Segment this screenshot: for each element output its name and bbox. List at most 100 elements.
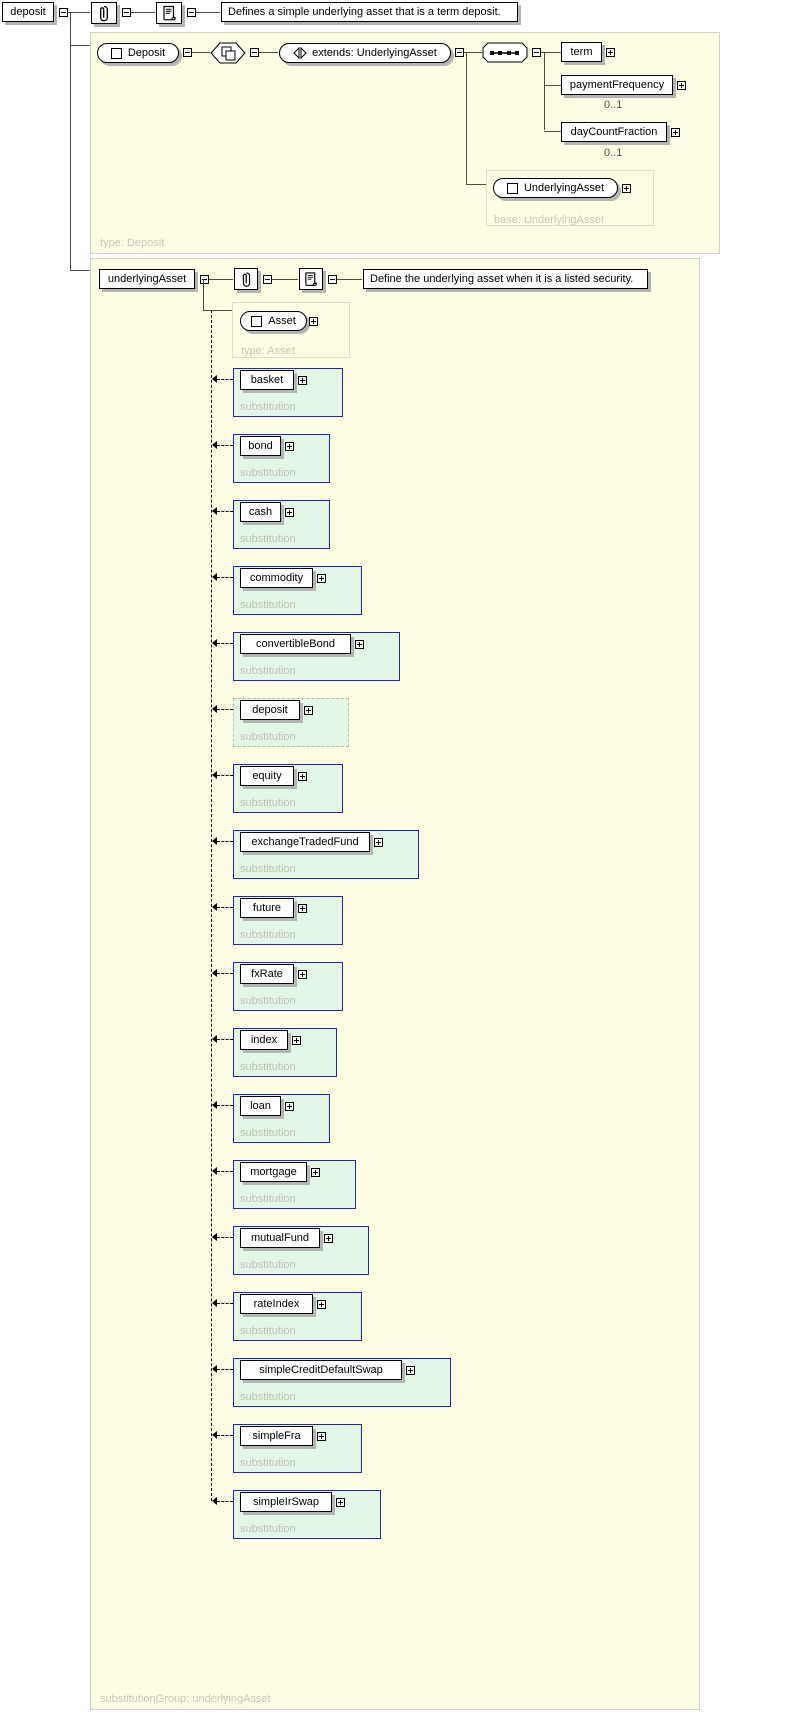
substitution-connector (217, 511, 233, 512)
collapse-toggle-attributes[interactable] (122, 8, 131, 17)
collapse-toggle-extends[interactable] (455, 48, 464, 57)
substitution-card-caption: substitution (240, 665, 296, 677)
expand-toggle-paymentFrequency[interactable] (677, 81, 686, 90)
paperclip-icon (100, 5, 108, 21)
element-simpleCreditDefaultSwap[interactable]: simpleCreditDefaultSwap (240, 1360, 402, 1380)
expand-toggle-mortgage[interactable] (311, 1168, 320, 1177)
expand-toggle-simpleIrSwap[interactable] (336, 1498, 345, 1507)
substitution-connector-arrow (212, 1497, 217, 1505)
substitution-connector-arrow (212, 1035, 217, 1043)
connector (259, 52, 278, 53)
root-annotation-text: Defines a simple underlying asset that i… (228, 5, 501, 18)
complex-type-asset[interactable]: Asset (240, 311, 307, 331)
expand-toggle-underlyingAsset-type[interactable] (622, 184, 631, 193)
element-mutualFund-label: mutualFund (250, 1231, 310, 1244)
element-mortgage[interactable]: mortgage (240, 1162, 307, 1182)
attributes-icon-box-2[interactable] (234, 268, 258, 290)
attributes-icon-box[interactable] (91, 2, 117, 24)
element-bond[interactable]: bond (240, 436, 281, 456)
expand-toggle-asset-type[interactable] (309, 317, 318, 326)
substitution-card-caption: substitution (240, 467, 296, 479)
connector (541, 52, 561, 53)
substitution-card-caption: substitution (240, 731, 296, 743)
element-simpleIrSwap[interactable]: simpleIrSwap (240, 1492, 332, 1512)
connector (203, 279, 204, 310)
connector (544, 85, 561, 86)
connector (70, 45, 90, 46)
sequence-icon (482, 42, 528, 63)
substitution-connector-arrow (212, 837, 217, 845)
expand-toggle-dayCountFraction[interactable] (671, 128, 680, 137)
substitution-card-caption: substitution (240, 1193, 296, 1205)
collapse-toggle-deposit[interactable] (59, 8, 68, 17)
element-rateIndex[interactable]: rateIndex (240, 1294, 313, 1314)
substitution-card-caption: substitution (240, 599, 296, 611)
substitution-connector-arrow (212, 771, 217, 779)
collapse-toggle-annotation-2[interactable] (328, 275, 337, 284)
expand-toggle-fxRate[interactable] (298, 970, 307, 979)
collapse-toggle-attributes-2[interactable] (263, 275, 272, 284)
complex-type-deposit-label: Deposit (127, 46, 166, 59)
collapse-toggle-deposit-type[interactable] (183, 48, 192, 57)
underlyingAsset-annotation-text: Define the underlying asset when it is a… (370, 272, 634, 285)
element-underlyingAsset[interactable]: underlyingAsset (99, 269, 195, 289)
element-dayCountFraction[interactable]: dayCountFraction (561, 122, 667, 142)
element-paymentFrequency[interactable]: paymentFrequency (561, 75, 673, 95)
element-fxRate[interactable]: fxRate (240, 964, 294, 984)
element-exchangeTradedFund[interactable]: exchangeTradedFund (240, 832, 370, 852)
element-future-label: future (252, 901, 282, 914)
expand-toggle-simpleFra[interactable] (317, 1432, 326, 1441)
expand-toggle-exchangeTradedFund[interactable] (374, 838, 383, 847)
complex-type-glyph (110, 47, 122, 59)
element-cash[interactable]: cash (240, 502, 281, 522)
deposit-type-frame-label: type: Deposit (100, 237, 165, 249)
element-index[interactable]: index (240, 1030, 288, 1050)
element-future[interactable]: future (240, 898, 294, 918)
element-simpleCreditDefaultSwap-label: simpleCreditDefaultSwap (259, 1363, 383, 1376)
annotation-icon-box[interactable] (156, 2, 182, 24)
expand-toggle-mutualFund[interactable] (324, 1234, 333, 1243)
element-term[interactable]: term (561, 42, 602, 62)
expand-toggle-index[interactable] (292, 1036, 301, 1045)
element-mutualFund[interactable]: mutualFund (240, 1228, 320, 1248)
element-deposit[interactable]: deposit (240, 700, 300, 720)
expand-toggle-deposit[interactable] (304, 706, 313, 715)
element-convertibleBond[interactable]: convertibleBond (240, 634, 351, 654)
substitution-connector (217, 775, 233, 776)
document-annotation-icon (305, 272, 317, 286)
connector (70, 270, 90, 271)
complex-type-underlyingAsset[interactable]: UnderlyingAsset (493, 178, 618, 198)
expand-toggle-term[interactable] (606, 48, 615, 57)
expand-toggle-bond[interactable] (285, 442, 294, 451)
element-term-label: term (570, 45, 593, 58)
sequence-icon-box[interactable] (482, 42, 528, 63)
element-equity[interactable]: equity (240, 766, 294, 786)
expand-toggle-rateIndex[interactable] (317, 1300, 326, 1309)
expand-toggle-cash[interactable] (285, 508, 294, 517)
element-index-label: index (250, 1033, 278, 1046)
collapse-toggle-extension[interactable] (250, 48, 259, 57)
complex-type-deposit[interactable]: Deposit (97, 43, 179, 63)
expand-toggle-future[interactable] (298, 904, 307, 913)
extends-capsule[interactable]: extends: UnderlyingAsset (279, 43, 451, 63)
expand-toggle-basket[interactable] (298, 376, 307, 385)
expand-toggle-loan[interactable] (285, 1102, 294, 1111)
extends-label: extends: UnderlyingAsset (312, 46, 437, 59)
substitution-connector (217, 709, 233, 710)
collapse-toggle-underlyingAsset[interactable] (200, 275, 209, 284)
collapse-toggle-sequence[interactable] (532, 48, 541, 57)
complex-type-asset-label: Asset (268, 314, 296, 327)
substitution-connector (217, 1303, 233, 1304)
element-deposit-root[interactable]: deposit (2, 2, 54, 22)
element-basket[interactable]: basket (240, 370, 294, 390)
expand-toggle-simpleCreditDefaultSwap[interactable] (406, 1366, 415, 1375)
expand-toggle-convertibleBond[interactable] (355, 640, 364, 649)
expand-toggle-equity[interactable] (298, 772, 307, 781)
collapse-toggle-annotation[interactable] (187, 8, 196, 17)
element-loan[interactable]: loan (240, 1096, 281, 1116)
extension-icon-box[interactable] (210, 42, 246, 64)
element-simpleFra[interactable]: simpleFra (240, 1426, 313, 1446)
expand-toggle-commodity[interactable] (317, 574, 326, 583)
annotation-icon-box-2[interactable] (299, 268, 323, 290)
element-commodity[interactable]: commodity (240, 568, 313, 588)
